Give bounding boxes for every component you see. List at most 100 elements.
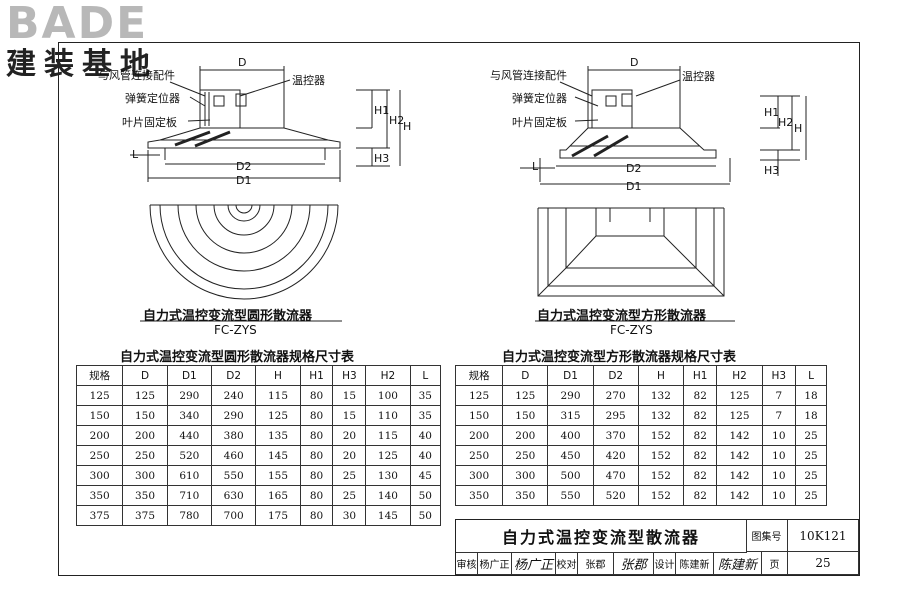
design-label: 设计 (654, 552, 676, 575)
table-cell: 350 (75, 485, 124, 506)
table-cell: 10 (761, 425, 797, 446)
column-header: H (255, 365, 301, 386)
column-header: D (502, 365, 549, 386)
table-cell: 350 (122, 485, 168, 506)
table-cell: 300 (75, 465, 124, 486)
table-cell: 125 (122, 385, 168, 406)
table-cell: 300 (502, 465, 549, 486)
table-cell: 25 (332, 465, 367, 486)
table-cell: 145 (255, 445, 301, 466)
table-cell: 125 (454, 385, 504, 406)
left-dim-H: H (403, 120, 412, 133)
table-cell: 82 (682, 465, 718, 486)
atlas-no-label: 图集号 (746, 520, 788, 552)
page-label: 页 (762, 552, 788, 575)
table-cell: 25 (795, 445, 827, 466)
table-cell: 155 (255, 465, 301, 486)
right-label-blade: 叶片固定板 (512, 116, 567, 129)
table-cell: 7 (761, 405, 797, 426)
table-cell: 15 (332, 405, 367, 426)
table-cell: 710 (166, 485, 213, 506)
table-cell: 610 (166, 465, 213, 486)
column-header: D (122, 365, 168, 386)
table-cell: 240 (210, 385, 257, 406)
table-cell: 10 (761, 465, 797, 486)
table-cell: 150 (502, 405, 549, 426)
logo-text-cn: 建装基地 (6, 47, 158, 82)
left-label-thermostat: 温控器 (292, 74, 325, 87)
table-cell: 290 (166, 385, 213, 406)
left-dim-D2: D2 (236, 160, 252, 173)
right-label-thermostat: 温控器 (682, 70, 715, 83)
table-cell: 50 (409, 485, 442, 506)
table-cell: 270 (592, 385, 639, 406)
left-dim-D1: D1 (236, 174, 252, 187)
table-cell: 152 (637, 425, 684, 446)
table-cell: 400 (547, 425, 594, 446)
table-cell: 80 (299, 405, 334, 426)
table-cell: 125 (75, 385, 124, 406)
review-label: 审核 (456, 552, 478, 575)
table-cell: 420 (592, 445, 639, 466)
round-diffuser-title: 自力式温控变流型圆形散流器 (143, 309, 313, 324)
table-cell: 295 (592, 405, 639, 426)
column-header: H2 (365, 365, 411, 386)
table-cell: 520 (592, 485, 639, 506)
table-cell: 125 (716, 385, 763, 406)
table-cell: 250 (122, 445, 168, 466)
round-diffuser-side-view (130, 66, 401, 182)
left-label-connector: 与风管连接配件 (98, 69, 175, 82)
column-header: L (409, 365, 442, 386)
table-cell: 25 (795, 485, 827, 506)
table-cell: 290 (547, 385, 594, 406)
table-cell: 200 (75, 425, 124, 446)
table-cell: 132 (637, 405, 684, 426)
right-dim-D2: D2 (626, 162, 642, 175)
table-cell: 125 (255, 405, 301, 426)
reviewer-signature: 杨广正 (512, 552, 556, 575)
table-cell: 145 (365, 505, 411, 526)
table-cell: 550 (547, 485, 594, 506)
page-number: 25 (788, 552, 859, 575)
table-cell: 315 (547, 405, 594, 426)
table-cell: 7 (761, 385, 797, 406)
table-cell: 300 (122, 465, 168, 486)
table-cell: 25 (795, 425, 827, 446)
table-cell: 82 (682, 445, 718, 466)
column-header: H (637, 365, 684, 386)
column-header: D1 (166, 365, 213, 386)
column-header: L (795, 365, 827, 386)
column-header: H2 (716, 365, 763, 386)
column-header: D1 (547, 365, 594, 386)
title-block: 自力式温控变流型散流器 图集号 10K121 审核 杨广正 杨广正 校对 张郡 … (455, 519, 859, 575)
table-cell: 20 (332, 445, 367, 466)
left-dim-L: L (132, 148, 139, 161)
right-dim-L: L (532, 160, 539, 173)
table-cell: 250 (75, 445, 124, 466)
square-diffuser-plan-view (537, 207, 725, 297)
drawing-frame (58, 42, 860, 576)
square-diffuser-title: 自力式温控变流型方形散流器 (537, 309, 707, 324)
table-cell: 500 (547, 465, 594, 486)
table-cell: 550 (210, 465, 257, 486)
square-table-title: 自力式温控变流型方形散流器规格尺寸表 (502, 350, 737, 365)
round-table-title: 自力式温控变流型圆形散流器规格尺寸表 (120, 350, 355, 365)
table-cell: 200 (122, 425, 168, 446)
right-label-spring: 弹簧定位器 (512, 92, 567, 105)
designer-name: 陈建新 (676, 552, 714, 575)
checker-signature: 张郡 (614, 552, 654, 575)
table-cell: 152 (637, 445, 684, 466)
round-diffuser-model: FC-ZYS (214, 323, 257, 337)
table-cell: 175 (255, 505, 301, 526)
table-cell: 80 (299, 485, 334, 506)
